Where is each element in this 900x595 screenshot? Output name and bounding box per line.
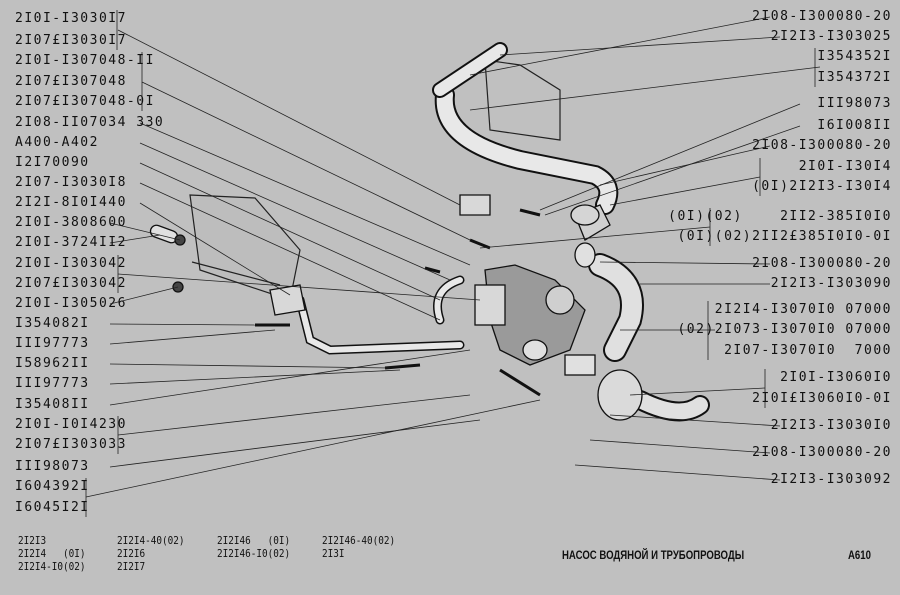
part-label-left: 2I07£I307048-0I: [15, 94, 155, 109]
part-label-left: 2I0I-I0I4230: [15, 417, 127, 432]
leader-line: [589, 439, 771, 454]
leader-line: [109, 234, 161, 244]
part-label-left: III97773: [15, 376, 90, 391]
model-code: 2I3I: [322, 547, 345, 560]
leader-line: [599, 261, 771, 265]
part-label-right: 2I0I-I3060I0: [780, 370, 892, 385]
part-label-left: 2I2I-8I0I440: [15, 195, 127, 210]
part-label-left: I604392I: [15, 479, 90, 494]
part-label-left: I6045I2I: [15, 500, 90, 515]
model-code: 2I2I7: [117, 560, 146, 573]
leader-line: [117, 394, 471, 436]
model-code: 2I2I6: [117, 547, 146, 560]
model-code: 2I2I46 (0I): [217, 534, 291, 547]
part-label-left: 2I0I-I3030I7: [15, 11, 127, 26]
part-label-left: A400-A402: [15, 135, 99, 150]
part-label-right: 2I2I3-I303025: [770, 29, 892, 44]
leader-line: [109, 222, 181, 241]
leader-line: [109, 363, 391, 369]
part-label-right: 2I07-I3070I0 7000: [724, 343, 892, 358]
leader-line: [139, 182, 441, 321]
leader-line: [117, 273, 481, 301]
leader-line: [109, 323, 256, 326]
part-label-left: I58962II: [15, 356, 90, 371]
leader-line: [499, 36, 781, 56]
part-label-right: 2I08-I300080-20: [752, 445, 892, 460]
model-code: 2I2I4-I0(02): [18, 560, 86, 573]
water-pump-body: [149, 194, 643, 421]
leader-line: [539, 103, 801, 211]
part-label-right: 2I0I-I30I4: [798, 159, 892, 174]
leader-line: [609, 414, 781, 427]
leader-line: [139, 142, 451, 281]
part-label-left: 2I0I-I303042: [15, 256, 127, 271]
part-label-left: I35408II: [15, 397, 90, 412]
leader-line: [479, 226, 711, 249]
leader-line: [109, 419, 481, 468]
part-label-right: I354372I: [817, 70, 892, 85]
leader-line: [117, 29, 461, 206]
part-label-right: 2I2I4-I3070I0 07000: [714, 302, 892, 317]
part-label-left: 2I07£I307048: [15, 74, 127, 89]
model-code: 2I2I4 (0I): [18, 547, 86, 560]
pipes: [295, 42, 710, 422]
part-label-left: 2I0I-I305026: [15, 296, 127, 311]
part-label-left: 2I0I-3808600: [15, 215, 127, 230]
leader-line: [609, 176, 761, 206]
part-label-left: III98073: [15, 459, 90, 474]
leader-line: [629, 387, 766, 396]
leader-line: [141, 81, 471, 241]
leader-line: [85, 399, 541, 498]
engine-block-outline: [189, 59, 561, 301]
part-label-right: 2I08-I300080-20: [752, 138, 892, 153]
part-label-left: 2I07£I303042: [15, 276, 127, 291]
part-label-right: (0I)(02)2II2£385I0I0-0I: [677, 229, 892, 244]
part-label-right: 2I08-I300080-20: [752, 9, 892, 24]
leader-line: [139, 202, 291, 296]
part-label-right: I6I008II: [817, 118, 892, 133]
model-code: 2I2I46-I0(02): [217, 547, 291, 560]
model-code: 2I2I4-40(02): [117, 534, 185, 547]
part-label-left: 2I08-II07034 330: [15, 115, 165, 130]
part-label-right: 2I0I£I3060I0-0I: [752, 391, 892, 406]
part-label-right: III98073: [817, 96, 892, 111]
model-code: 2I2I46-40(02): [322, 534, 396, 547]
part-label-right: (0I)2I2I3-I30I4: [752, 179, 892, 194]
part-label-right: 2I2I3-I303092: [770, 472, 892, 487]
part-label-right: (0I)(02) 2II2-385I0I0: [668, 209, 892, 224]
part-label-right: 2I2I3-I303090: [770, 276, 892, 291]
leader-line: [109, 349, 471, 406]
part-label-right: I354352I: [817, 49, 892, 64]
leader-line: [574, 464, 781, 481]
leader-line: [109, 286, 179, 305]
part-label-right: 2I2I3-I3030I0: [770, 418, 892, 433]
diagram-title: НАСОС ВОДЯНОЙ И ТРУБОПРОВОДЫ: [562, 548, 745, 562]
sheet-code: A610: [848, 548, 871, 562]
leader-line: [109, 369, 401, 385]
leader-line: [544, 125, 801, 216]
leader-line: [139, 162, 441, 301]
leader-line: [599, 145, 771, 186]
leader-line: [469, 16, 771, 76]
part-label-right: 2I08-I300080-20: [752, 256, 892, 271]
leader-lines: [85, 10, 821, 517]
part-label-left: III97773: [15, 336, 90, 351]
leader-line: [469, 66, 821, 111]
part-label-left: 2I07£I3030I7: [15, 33, 127, 48]
part-label-left: 2I0I-3724II2: [15, 235, 127, 250]
part-label-left: 2I07-I3030I8: [15, 175, 127, 190]
part-label-left: 2I0I-I307048-II: [15, 53, 155, 68]
part-label-left: I354082I: [15, 316, 90, 331]
part-label-right: (02)2I073-I3070I0 07000: [677, 322, 892, 337]
part-label-left: I2I70090: [15, 155, 90, 170]
part-label-left: 2I07£I303033: [15, 437, 127, 452]
leader-line: [109, 329, 276, 345]
leader-line: [139, 122, 471, 266]
model-code: 2I2I3: [18, 534, 47, 547]
